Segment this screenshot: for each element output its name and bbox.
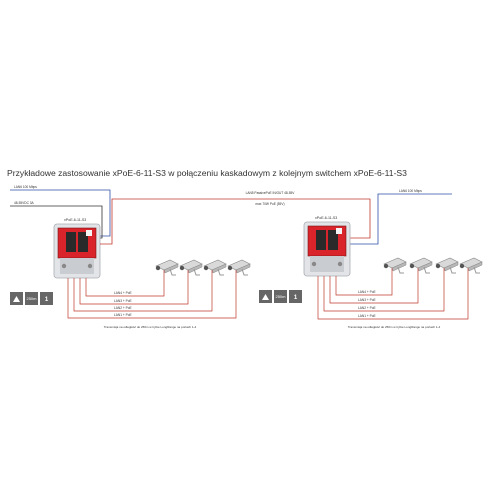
left-lan2-line (73, 270, 213, 312)
left-lan4-label: LAN4 + PoE (114, 291, 132, 295)
right-transmission-note: Transmisja na odległość do 250m w trybie… (348, 325, 441, 329)
camera-icon (383, 257, 407, 274)
page-title: Przykładowe zastosowanie xPoE-6-11-S3 w … (7, 168, 407, 178)
left-lan-in-route (44, 189, 111, 237)
fiber-icon (13, 296, 20, 302)
left-lan1-line (67, 270, 237, 319)
camera-icon (459, 257, 483, 274)
left-power-label: 48-55VDC 3A (14, 201, 35, 205)
right-lan-out-label: LAN6 100 Mbps (399, 189, 422, 193)
right-lan2-line (323, 268, 445, 312)
left-badge-2: 250m (26, 296, 37, 301)
camera-icon (155, 259, 179, 276)
left-lan-in-label: LAN6 100 Mbps (14, 185, 37, 189)
right-lan2-label: LAN2 + PoE (358, 306, 376, 310)
left-lan3-line (79, 270, 189, 305)
right-lan-out-route (349, 193, 398, 245)
left-lan1-label: LAN1 + PoE (114, 313, 132, 317)
left-badge-3: 1 (45, 297, 49, 303)
left-lan2-label: LAN2 + PoE (114, 306, 132, 310)
left-device (53, 223, 101, 279)
left-badges: 250m 1 (10, 292, 53, 305)
right-device-label: xPoE-6-11-S3 (315, 216, 337, 220)
fiber-icon (262, 294, 269, 300)
left-device-label: xPoE-6-11-S3 (64, 218, 86, 222)
left-lan4-line (85, 270, 165, 297)
camera-icon (179, 259, 203, 276)
camera-icon (435, 257, 459, 274)
cascade-line (100, 198, 371, 245)
right-badges: 250m 1 (259, 290, 302, 303)
right-badge-2: 250m (275, 294, 286, 299)
cascade-label: LAN5 PassivePoE IN/OUT 48-55V (246, 191, 296, 195)
right-badge-3: 1 (294, 295, 298, 301)
right-lan3-label: LAN3 + PoE (358, 298, 376, 302)
right-device (303, 221, 351, 277)
right-lan1-label: LAN1 + PoE (358, 314, 376, 318)
camera-icon (203, 259, 227, 276)
left-lan3-label: LAN3 + PoE (114, 299, 132, 303)
cascade-power-label: max 70W PoE (55V) (255, 202, 284, 206)
camera-icon (227, 259, 251, 276)
left-transmission-note: Transmisja na odległość do 250m w trybie… (104, 325, 197, 329)
right-lan3-line (329, 268, 419, 304)
right-lan4-line (335, 268, 393, 296)
right-lan1-line (317, 268, 469, 320)
right-lan4-label: LAN4 + PoE (358, 290, 376, 294)
camera-icon (409, 257, 433, 274)
